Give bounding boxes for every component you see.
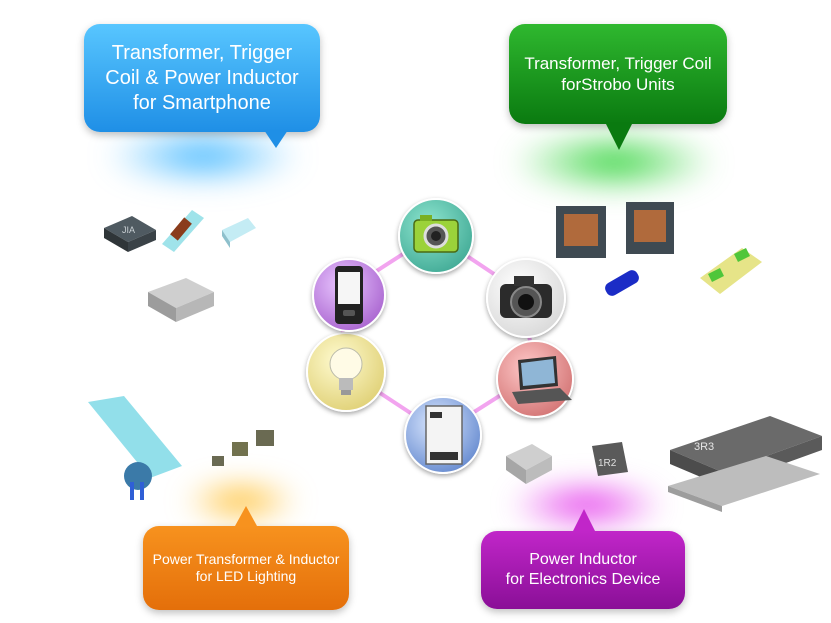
callout-pointer — [235, 506, 257, 526]
camera-node — [398, 198, 474, 274]
light-bulb-icon — [329, 347, 363, 395]
smartphone-callout-line-1: Transformer, Trigger — [111, 41, 293, 64]
strobo-callout-line-1: Transformer, Trigger Coil — [524, 53, 712, 73]
electronics-chip-1r2: 1R2 — [592, 442, 628, 476]
smartphone-chip-inductor — [148, 278, 214, 322]
dslr-camera-icon — [500, 276, 552, 318]
led-inductors — [212, 430, 274, 466]
dslr-node — [486, 258, 566, 338]
mobile-phone-icon — [335, 266, 363, 324]
electronics-chip-small — [506, 444, 552, 484]
led-callout: Power Transformer & Inductor for LED Lig… — [143, 506, 349, 610]
callout-pointer — [573, 509, 595, 531]
smartphone-callout: Transformer, Trigger Coil & Power Induct… — [84, 24, 320, 148]
strobo-transformers — [556, 202, 674, 258]
laptop-icon — [512, 356, 572, 404]
laptop-node — [496, 340, 574, 418]
trigger-coil — [605, 270, 639, 296]
led-callout-line-2: for LED Lighting — [195, 568, 297, 584]
smartphone-callout-line-2: Coil & Power Inductor — [105, 66, 299, 89]
camera-icon — [413, 215, 459, 253]
electronics-callout-line-1: Power Inductor — [529, 551, 637, 568]
device-unit-icon — [425, 405, 463, 465]
device-unit-node — [404, 396, 482, 474]
inductor-marking-jia: JIA — [122, 225, 135, 235]
electronics-chip-3r3: 3R3 — [668, 416, 822, 512]
light-bulb-node — [306, 332, 386, 412]
led-power-transformer — [88, 396, 182, 500]
callout-pointer — [605, 122, 633, 150]
inductor-marking-1r2: 1R2 — [598, 458, 617, 469]
strobo-callout: Transformer, Trigger Coil forStrobo Unit… — [509, 24, 727, 150]
callout-pointer — [264, 130, 288, 148]
inductor-marking-3r3: 3R3 — [694, 441, 714, 453]
smartphone-callout-line-3: for Smartphone — [133, 91, 271, 114]
led-callout-line-1: Power Transformer & Inductor — [152, 550, 340, 567]
strobo-coil-part — [700, 248, 762, 294]
electronics-callout: Power Inductor for Electronics Device — [481, 509, 685, 609]
smartphone-components: JIA — [104, 210, 256, 252]
mobile-phone-node — [312, 258, 386, 332]
electronics-callout-line-2: for Electronics Device — [505, 571, 661, 588]
strobo-callout-line-2: forStrobo Units — [561, 75, 675, 94]
